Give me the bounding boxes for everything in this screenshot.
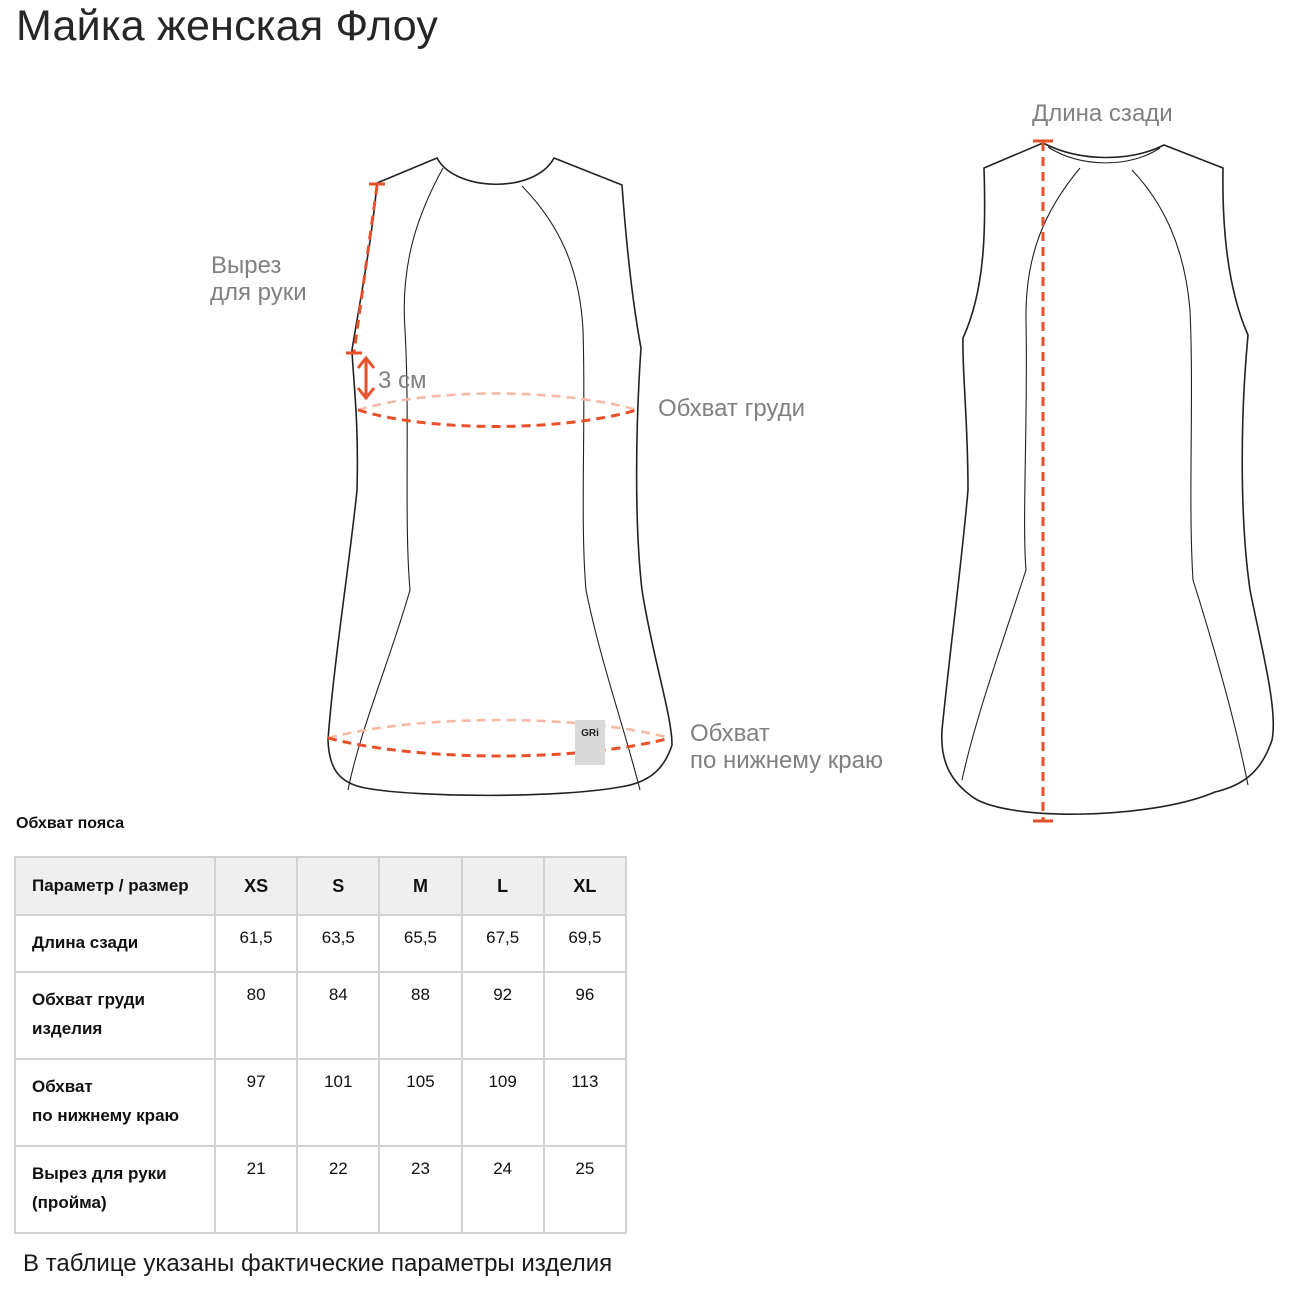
table-cell: 63,5 <box>296 914 381 973</box>
table-cell: 61,5 <box>213 914 299 973</box>
chest-label: Обхват груди <box>658 395 805 422</box>
header-size-xs: XS <box>213 856 299 916</box>
table-cell: 22 <box>296 1145 381 1234</box>
back-length-label: Длина сзади <box>1032 100 1173 127</box>
back-view: Длина сзади <box>940 100 1275 823</box>
footnote: В таблице указаны фактические параметры … <box>23 1250 613 1277</box>
table-cell: 80 <box>213 971 299 1060</box>
table-cell: 23 <box>378 1145 463 1234</box>
hem-measure-front <box>327 736 671 758</box>
brand-tag-text: GRi <box>581 728 599 739</box>
back-left-raglan-seam <box>961 167 1081 781</box>
header-size-m: M <box>378 856 463 916</box>
table-row: Длина сзади 61,5 63,5 65,5 67,5 69,5 <box>14 914 628 973</box>
table-cell: 92 <box>460 971 545 1060</box>
table-cell: 25 <box>542 1145 628 1234</box>
hem-label-line1: Обхват <box>690 720 770 747</box>
size-table-body: Длина сзади 61,5 63,5 65,5 67,5 69,5 Обх… <box>14 914 628 1234</box>
front-view: GRi Вырез для руки 3 см Обхват груди Обх… <box>210 157 883 797</box>
table-cell: 96 <box>542 971 628 1060</box>
front-left-raglan-seam <box>347 167 444 791</box>
table-cell: 69,5 <box>542 914 628 973</box>
chest-measure-front <box>357 408 638 428</box>
front-right-raglan-seam <box>521 185 641 791</box>
size-table: Параметр / размер XS S M L XL Длина сзад… <box>14 856 628 1234</box>
offset-label: 3 см <box>378 367 427 394</box>
size-diagram: GRi Вырез для руки 3 см Обхват груди Обх… <box>210 100 1275 823</box>
back-neckline <box>1047 146 1161 164</box>
back-right-raglan-seam <box>1131 169 1249 786</box>
offset-arrow <box>356 355 376 401</box>
waist-label: Обхват пояса <box>16 815 125 832</box>
table-header-row: Параметр / размер XS S M L XL <box>14 856 628 916</box>
armhole-measure-line <box>352 185 379 353</box>
hem-measure-back <box>327 718 671 740</box>
table-cell: 101 <box>296 1058 381 1147</box>
table-cell: 65,5 <box>378 914 463 973</box>
row-label-armhole: Вырез для руки(пройма) <box>14 1145 216 1234</box>
table-row: Вырез для руки(пройма) 21 22 23 24 25 <box>14 1145 628 1234</box>
table-cell: 113 <box>542 1058 628 1147</box>
brand-tag <box>575 720 605 765</box>
chest-measure-back <box>357 392 638 412</box>
back-garment-outline <box>940 142 1275 815</box>
table-cell: 97 <box>213 1058 299 1147</box>
table-cell: 84 <box>296 971 381 1060</box>
header-size-xl: XL <box>542 856 628 916</box>
front-garment-outline <box>327 157 673 797</box>
table-cell: 24 <box>460 1145 545 1234</box>
table-cell: 109 <box>460 1058 545 1147</box>
page-title: Майка женская Флоу <box>16 2 439 50</box>
hem-label-line2: по нижнему краю <box>690 747 883 774</box>
table-cell: 21 <box>213 1145 299 1234</box>
armhole-label-line1: Вырез <box>211 252 281 279</box>
size-table-header: Параметр / размер XS S M L XL <box>14 856 628 916</box>
table-cell: 88 <box>378 971 463 1060</box>
header-size-s: S <box>296 856 381 916</box>
table-cell: 105 <box>378 1058 463 1147</box>
header-size-l: L <box>460 856 545 916</box>
row-label-back-length: Длина сзади <box>14 914 216 973</box>
header-param: Параметр / размер <box>14 856 216 916</box>
table-cell: 67,5 <box>460 914 545 973</box>
armhole-label-line2: для руки <box>210 279 307 306</box>
